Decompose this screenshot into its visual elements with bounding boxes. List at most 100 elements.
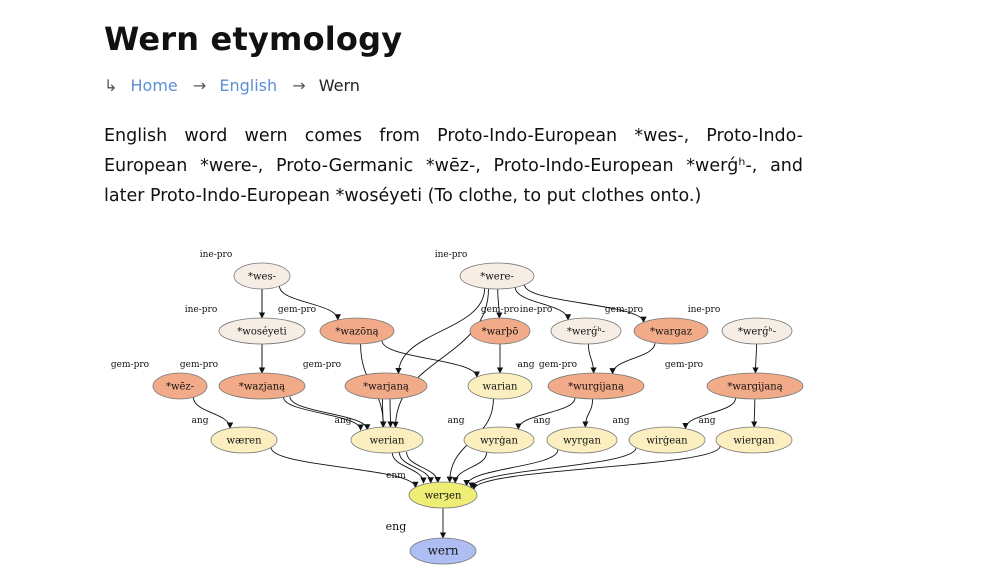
graph-node-werian[interactable]: werian ang	[335, 416, 424, 454]
graph-edge	[514, 287, 572, 321]
node-ellipse	[233, 262, 291, 290]
graph-node-wez[interactable]: *wēz-gem-pro	[111, 360, 208, 400]
graph-node-wirgean[interactable]: wirġean ang	[613, 416, 706, 454]
node-label: werian	[370, 436, 405, 447]
node-language-tag: ang	[613, 416, 630, 426]
node-ellipse	[152, 372, 208, 400]
node-label: *warjaną	[363, 382, 409, 393]
graph-edge	[587, 343, 597, 374]
node-label: *wargaz	[650, 327, 692, 338]
graph-node-warbo[interactable]: *warþō gem-pro	[469, 305, 531, 345]
graph-node-wyrgan1[interactable]: wyrġan ang	[448, 416, 535, 454]
graph-node-woseyeti[interactable]: *woséyeti ine-pro	[185, 305, 306, 345]
node-ellipse	[550, 317, 622, 345]
graph-edge	[470, 445, 721, 491]
node-label: *wazjaną	[239, 382, 285, 393]
node-label: *wurgijaną	[568, 382, 624, 393]
node-language-tag: enm	[386, 471, 406, 481]
node-label: *wes-	[248, 272, 276, 283]
breadcrumb-current: Wern	[318, 76, 360, 95]
node-label: warian	[483, 382, 518, 393]
node-label: *werǵʰ-	[738, 327, 776, 338]
graph-edge	[392, 288, 489, 429]
node-ellipse	[218, 317, 306, 345]
graph-edge	[270, 447, 419, 489]
graph-edge	[279, 285, 341, 321]
graph-edge	[282, 396, 364, 431]
node-ellipse	[350, 426, 424, 454]
graph-edge	[395, 288, 486, 375]
node-label: wirġean	[646, 436, 688, 447]
graph-edge	[751, 398, 758, 428]
node-ellipse	[459, 262, 535, 290]
node-ellipse	[210, 426, 278, 454]
graph-edge	[515, 397, 576, 430]
graph-node-warian[interactable]: warian ang	[467, 360, 535, 400]
node-language-tag: ang	[699, 416, 716, 426]
graph-node-wergh1[interactable]: *werǵʰ-ine-pro	[520, 305, 622, 345]
node-ellipse	[546, 426, 618, 454]
node-language-tag: gem-pro	[481, 305, 519, 315]
node-ellipse	[721, 317, 793, 345]
node-language-tag: ine-pro	[185, 305, 218, 315]
graph-edge	[391, 452, 427, 484]
node-ellipse	[408, 481, 478, 509]
node-language-tag: ang	[518, 360, 535, 370]
breadcrumb-english-link[interactable]: English	[219, 76, 278, 95]
breadcrumb: ↳ Home → English → Wern	[104, 76, 360, 95]
node-label: *woséyeti	[237, 327, 286, 338]
node-label: wern	[428, 544, 459, 558]
node-label: *were-	[480, 272, 514, 283]
graph-node-wargijana[interactable]: *wargijaną gem-pro	[665, 360, 804, 400]
node-label: *wēz-	[166, 382, 194, 393]
node-language-tag: ang	[534, 416, 551, 426]
node-label: werȝen	[425, 491, 462, 502]
breadcrumb-home-link[interactable]: Home	[130, 76, 178, 95]
graph-edge	[406, 451, 441, 484]
node-language-tag: ang	[448, 416, 465, 426]
node-ellipse	[628, 426, 706, 454]
graph-edge	[289, 396, 371, 431]
graph-edge	[381, 340, 480, 378]
return-arrow-icon: ↳	[104, 76, 118, 95]
node-ellipse	[344, 372, 428, 400]
node-label: *warþō	[482, 327, 519, 338]
node-ellipse	[467, 372, 533, 400]
node-language-tag: ine-pro	[688, 305, 721, 315]
graph-edge	[387, 398, 394, 428]
graph-node-were[interactable]: *were-ine-pro	[435, 250, 535, 290]
graph-node-wergh2[interactable]: *werǵʰ-ine-pro	[688, 305, 793, 345]
node-language-tag: ine-pro	[520, 305, 553, 315]
node-ellipse	[547, 372, 645, 400]
graph-edge	[468, 447, 637, 489]
graph-edge	[452, 452, 488, 484]
node-language-tag: gem-pro	[111, 360, 149, 370]
node-language-tag: gem-pro	[180, 360, 218, 370]
graph-node-wazjana[interactable]: *wazjaną gem-pro	[180, 360, 306, 400]
graph-edge	[192, 397, 234, 429]
node-label: wæren	[226, 436, 262, 447]
page-title: Wern etymology	[104, 20, 403, 58]
etymology-summary: English word wern comes from Proto-Indo-…	[104, 126, 803, 206]
node-language-tag: ang	[335, 416, 352, 426]
graph-edge	[379, 398, 387, 428]
node-label: wyrġan	[480, 436, 518, 447]
node-language-tag: gem-pro	[665, 360, 703, 370]
graph-node-wes[interactable]: *wes-ine-pro	[200, 250, 291, 290]
breadcrumb-separator: →	[192, 76, 207, 95]
node-label: *wargijaną	[727, 382, 782, 393]
graph-edge	[582, 398, 594, 428]
graph-node-werzen[interactable]: werȝen enm	[386, 471, 478, 509]
node-ellipse	[218, 372, 306, 400]
graph-edge	[398, 452, 434, 484]
node-ellipse	[715, 426, 793, 454]
